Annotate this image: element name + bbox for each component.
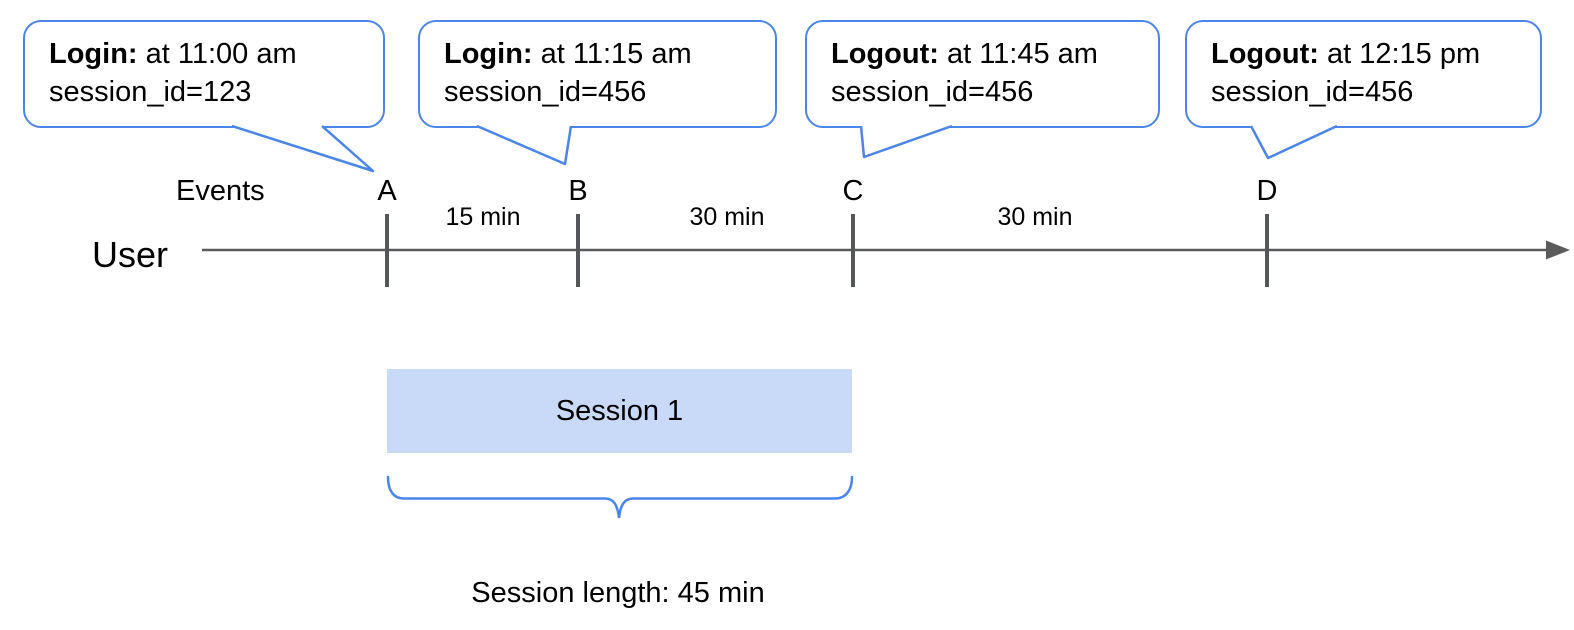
callout-line1: Logout: at 11:45 am xyxy=(831,35,1148,73)
event-action-label: Login: xyxy=(444,38,533,70)
events-row-label: Events xyxy=(176,175,265,207)
callout-tail-d xyxy=(1249,124,1338,160)
callout-line1: Login: at 11:15 am xyxy=(444,35,765,73)
event-marker-a: A xyxy=(377,175,397,207)
event-action-label: Login: xyxy=(49,38,138,70)
session-length-caption: Session length: 45 min xyxy=(471,577,765,609)
callout-line1: Login: at 11:00 am xyxy=(49,35,373,73)
event-marker-b: B xyxy=(568,175,588,207)
timeline-arrowhead-icon xyxy=(1546,240,1570,260)
event-time-text: at 11:15 am xyxy=(532,38,692,70)
callout-tail-b xyxy=(476,124,573,166)
callout-event-c: Logout: at 11:45 am session_id=456 xyxy=(805,20,1160,128)
callout-event-b: Login: at 11:15 am session_id=456 xyxy=(418,20,777,128)
session-length-brace xyxy=(386,475,854,519)
callout-tail-c xyxy=(859,124,953,159)
session-1-box: Session 1 xyxy=(387,369,852,453)
session-id-text: session_id=123 xyxy=(49,76,252,108)
event-action-label: Logout: xyxy=(831,38,939,70)
interval-label-cd: 30 min xyxy=(997,203,1073,231)
event-action-label: Logout: xyxy=(1211,38,1319,70)
event-time-text: at 11:00 am xyxy=(137,38,297,70)
event-marker-d: D xyxy=(1256,175,1278,207)
event-time-text: at 11:45 am xyxy=(938,38,1098,70)
session-id-text: session_id=456 xyxy=(1211,76,1414,108)
callout-line1: Logout: at 12:15 pm xyxy=(1211,35,1530,73)
session-id-text: session_id=456 xyxy=(831,76,1034,108)
callout-tail-a xyxy=(231,124,375,173)
session-id-text: session_id=456 xyxy=(444,76,647,108)
event-time-text: at 12:15 pm xyxy=(1318,38,1481,70)
callout-event-a: Login: at 11:00 am session_id=123 xyxy=(23,20,385,128)
user-axis-label: User xyxy=(92,234,169,275)
event-marker-c: C xyxy=(842,175,864,207)
interval-label-ab: 15 min xyxy=(445,203,521,231)
interval-label-bc: 30 min xyxy=(689,203,765,231)
callout-event-d: Logout: at 12:15 pm session_id=456 xyxy=(1185,20,1542,128)
